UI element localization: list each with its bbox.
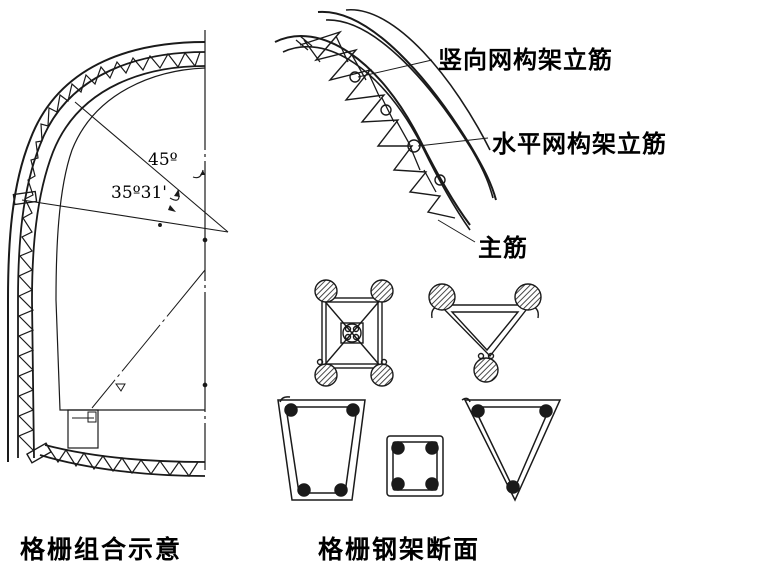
sq-bar-bl [391, 477, 405, 491]
trap-bar-tr [346, 403, 360, 417]
section-inverted-triangle [461, 397, 562, 502]
label-horizontal-truss-rib: 水平网构架立筋 [492, 130, 667, 158]
sq-bar-tr [425, 441, 439, 455]
rib-node-2 [380, 104, 392, 116]
lattice-band-inner [31, 65, 206, 459]
section-triangle-hatched [428, 283, 542, 383]
tunnel-assembly [7, 30, 229, 478]
rib-main-bar-4 [325, 19, 494, 199]
trap-bar-tl [284, 403, 298, 417]
rib-node-4 [434, 174, 446, 186]
label-main-rib: 主筋 [478, 234, 528, 262]
tri-bar-bottom [506, 480, 520, 494]
label-angle-45: 45º [148, 150, 178, 170]
leader-vertical-rib [357, 59, 433, 78]
sq-bar-tl [391, 441, 405, 455]
curved-lattice-rib [274, 9, 497, 243]
radius-line-35 [21, 199, 229, 233]
radius-line-45 [74, 101, 229, 233]
radius-line-lower [91, 269, 206, 409]
section-square-lattice [314, 279, 394, 387]
invert-outer [39, 454, 206, 477]
main-bar-tl [314, 279, 338, 303]
label-angle-35: 35º31' [111, 183, 167, 203]
main-bar-br [370, 363, 394, 387]
leader-main-rib [437, 219, 476, 243]
rib-lattice-zigzag [299, 30, 456, 219]
invert-lattice-zigzag [47, 446, 199, 478]
main-bar-bottom [473, 357, 499, 383]
rib-main-bar-5 [345, 9, 491, 151]
side-ditch [67, 409, 99, 449]
tri-bar-right [539, 404, 553, 418]
main-bar-bl [314, 363, 338, 387]
sq-bar-br [425, 477, 439, 491]
outer-arch [7, 41, 206, 462]
arch-lattice-zigzag [17, 51, 201, 451]
joint-plate-upper [12, 190, 38, 206]
inner-lining [55, 67, 206, 411]
caption-lattice-sections: 格栅钢架断面 [318, 535, 481, 564]
trap-bar-bl [297, 483, 311, 497]
caption-lattice-assembly: 格栅组合示意 [20, 535, 183, 564]
section-small-square [386, 435, 444, 497]
label-vertical-truss-rib: 竖向网构架立筋 [438, 46, 613, 74]
main-bar-tr [370, 279, 394, 303]
main-bar-left [428, 283, 456, 311]
tri-bar-left [471, 404, 485, 418]
section-trapezoid [277, 396, 366, 501]
trap-bar-br [334, 483, 348, 497]
lattice-band-outer [17, 51, 206, 458]
invert-inner [44, 444, 206, 463]
rib-main-bar-2 [282, 46, 471, 231]
rib-main-bar-1 [274, 35, 471, 226]
leader-horizontal-rib [417, 137, 489, 147]
main-bar-right [514, 283, 542, 311]
rib-main-bar-3 [317, 10, 497, 201]
